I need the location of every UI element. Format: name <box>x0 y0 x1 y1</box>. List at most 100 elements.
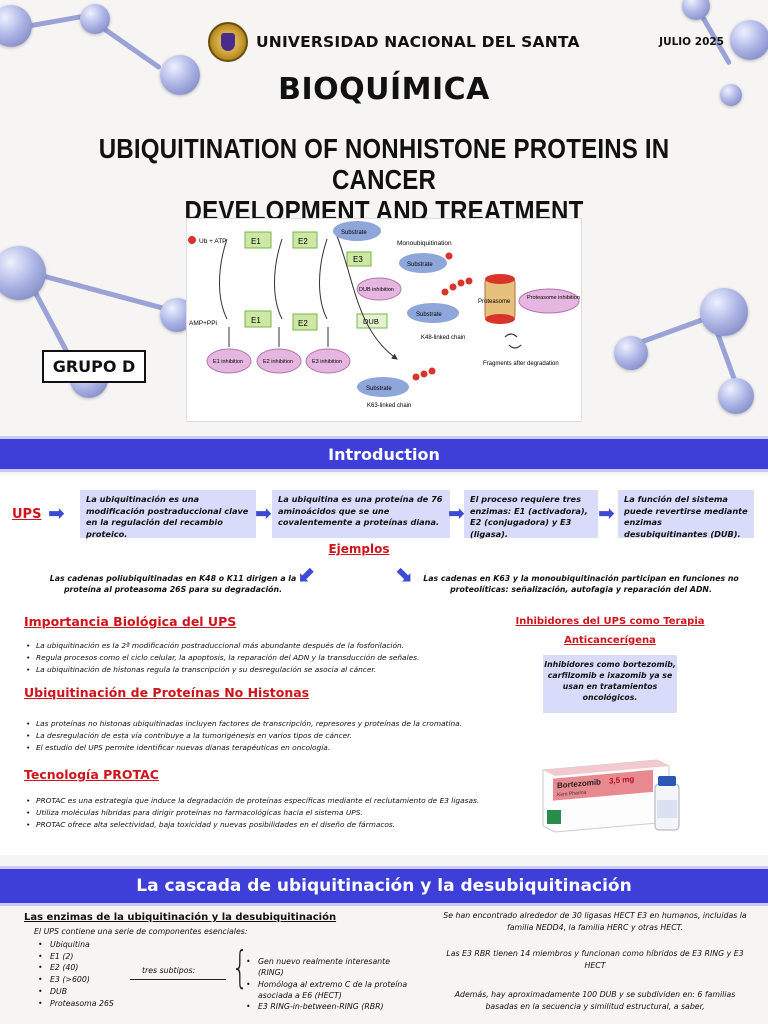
drug-label-band <box>553 769 653 801</box>
inhibition-lines <box>228 327 329 347</box>
fig-e2-bottom: E2 <box>298 319 308 328</box>
connector-line <box>130 979 226 980</box>
protac-list: PROTAC es una estrategia que induce la d… <box>26 795 479 831</box>
bond <box>29 270 166 312</box>
rbr-paragraph: Las E3 RBR tienen 14 miembros y funciona… <box>446 949 744 970</box>
atom <box>0 246 46 300</box>
example-right-text: Las cadenas en K63 y la monoubiquitinaci… <box>423 574 739 594</box>
dub-inhibition-oval <box>356 277 402 301</box>
list-item: E3 RING-in-between-RING (RBR) <box>246 1001 416 1013</box>
vial-cap <box>658 776 676 786</box>
protac-title: Tecnología PROTAC <box>24 767 159 782</box>
proteasome-cap <box>485 314 515 324</box>
inhibidores-box: Inhibidores como bortezomib, carfilzomib… <box>543 655 677 713</box>
subtypes-list: Gen nuevo realmente interesante (RING) H… <box>246 956 416 1013</box>
fig-e1-bottom: E1 <box>251 316 261 325</box>
atom <box>700 288 748 336</box>
title-line-1: UBIQUITINATION OF NONHISTONE PROTEINS IN… <box>98 133 670 195</box>
fig-k63: K63-linked chain <box>367 403 411 409</box>
fig-substrate-4: Substrate <box>366 386 392 392</box>
molecule-left <box>0 230 200 430</box>
e1-box-bottom <box>244 310 272 328</box>
ub-dot <box>188 236 196 244</box>
list-item: Homóloga al extremo C de la proteína aso… <box>246 979 416 1002</box>
substrate-cloud <box>407 303 459 323</box>
ub-dot <box>449 283 457 291</box>
university-seal-logo <box>208 22 248 62</box>
poster-title: UBIQUITINATION OF NONHISTONE PROTEINS IN… <box>80 133 689 226</box>
subject-title: BIOQUÍMICA <box>278 72 490 107</box>
example-left-text: Las cadenas poliubiquitinadas en K48 o K… <box>49 574 297 594</box>
components-list: Ubiquitina E1 (2) E2 (40) E3 (>600) DUB … <box>38 939 114 1009</box>
drug-name: Bortezomib <box>557 777 601 790</box>
molecule-top-right <box>660 0 768 120</box>
intro-box-4: La función del sistema puede revertirse … <box>618 490 754 539</box>
ub-dot <box>428 367 436 375</box>
ub-dot <box>412 373 420 381</box>
fig-monoubiquitination: Monoubiquitination <box>397 240 452 247</box>
list-item: Proteasoma 26S <box>38 998 114 1010</box>
fig-amp-ppi: AMP+PPi <box>189 320 217 327</box>
list-item: Utiliza moléculas híbridas para dirigir … <box>26 807 479 819</box>
ub-dot <box>441 288 449 296</box>
list-item: E3 (>600) <box>38 974 114 986</box>
fig-e2-inhibition: E2 inhibition <box>263 359 293 365</box>
fig-e1-top: E1 <box>251 237 261 246</box>
fig-dub: DUB <box>363 317 379 326</box>
introduction-banner: Introduction <box>0 436 768 472</box>
arrow-right-icon: ➡ <box>448 501 465 525</box>
ups-label: UPS <box>12 507 42 522</box>
proteasome-inhibition-oval <box>518 288 580 314</box>
list-item: PROTAC ofrece alta selectividad, baja to… <box>26 819 479 831</box>
fragments-glyph <box>504 333 522 349</box>
arc <box>334 230 398 360</box>
atom <box>614 336 648 370</box>
e1-box-top <box>244 231 272 249</box>
list-item: La ubiquitinación de histonas regula la … <box>26 664 419 676</box>
importancia-title: Importancia Biológica del UPS <box>24 614 237 629</box>
arc <box>319 238 328 320</box>
list-item: PROTAC es una estrategia que induce la d… <box>26 795 479 807</box>
arrow-right-icon: ➡ <box>255 501 272 525</box>
ub-dot <box>445 252 453 260</box>
e2-box-bottom <box>292 313 318 331</box>
enzymes-title: Las enzimas de la ubiquitinación y la de… <box>24 912 337 923</box>
list-item: La ubiquitinación es la 2ª modificación … <box>26 640 419 652</box>
dub-paragraph: Además, hay aproximadamente 100 DUB y se… <box>454 990 736 1011</box>
list-item: E1 (2) <box>38 951 114 963</box>
list-item: Ubiquitina <box>38 939 114 951</box>
ub-dot <box>465 277 473 285</box>
examples-title: Ejemplos <box>328 542 390 556</box>
intro-box-2: La ubiquitina es una proteína de 76 amin… <box>272 490 450 538</box>
atom <box>682 0 710 20</box>
brace-icon: { <box>231 942 249 993</box>
hect-paragraph: Se han encontrado alrededor de 30 ligasa… <box>443 911 747 932</box>
atom <box>80 4 110 34</box>
fig-substrate-3: Substrate <box>416 312 442 318</box>
drug-illustration: Bortezomib 3,5 mg Kern Pharma <box>542 759 680 833</box>
ub-dot <box>457 279 465 287</box>
intro-box-1: La ubiquitinación es una modificación po… <box>80 490 256 539</box>
molecule-top-left <box>0 0 200 110</box>
group-label: GRUPO D <box>42 350 146 383</box>
fig-k48: K48-linked chain <box>421 335 465 341</box>
fig-proteasome-inhibition: Proteasome inhibition <box>527 295 580 301</box>
fig-fragments: Fragments after degradation <box>483 361 559 367</box>
cascada-banner: La cascada de ubiquitinación y la desubi… <box>0 866 768 906</box>
substrate-cloud <box>399 253 447 273</box>
ub-dot <box>420 370 428 378</box>
fig-proteasome: Proteasome <box>478 299 511 305</box>
intro-box-3: El proceso requiere tres enzimas: E1 (ac… <box>464 490 598 539</box>
substrate-cloud <box>357 377 409 397</box>
arrow-down-left-icon: ⬋ <box>298 562 317 587</box>
fig-e2-top: E2 <box>298 237 308 246</box>
drug-box-top <box>543 760 669 776</box>
list-item: DUB <box>38 986 114 998</box>
enzymes-intro: El UPS contiene una serie de componentes… <box>34 927 248 936</box>
drug-package-image: Bortezomib 3,5 mg Kern Pharma <box>537 740 695 840</box>
date: JULIO 2025 <box>659 36 724 48</box>
arrow-right-icon: ➡ <box>48 501 65 525</box>
university-name: UNIVERSIDAD NACIONAL DEL SANTA <box>256 33 580 51</box>
e3-box <box>346 251 372 267</box>
